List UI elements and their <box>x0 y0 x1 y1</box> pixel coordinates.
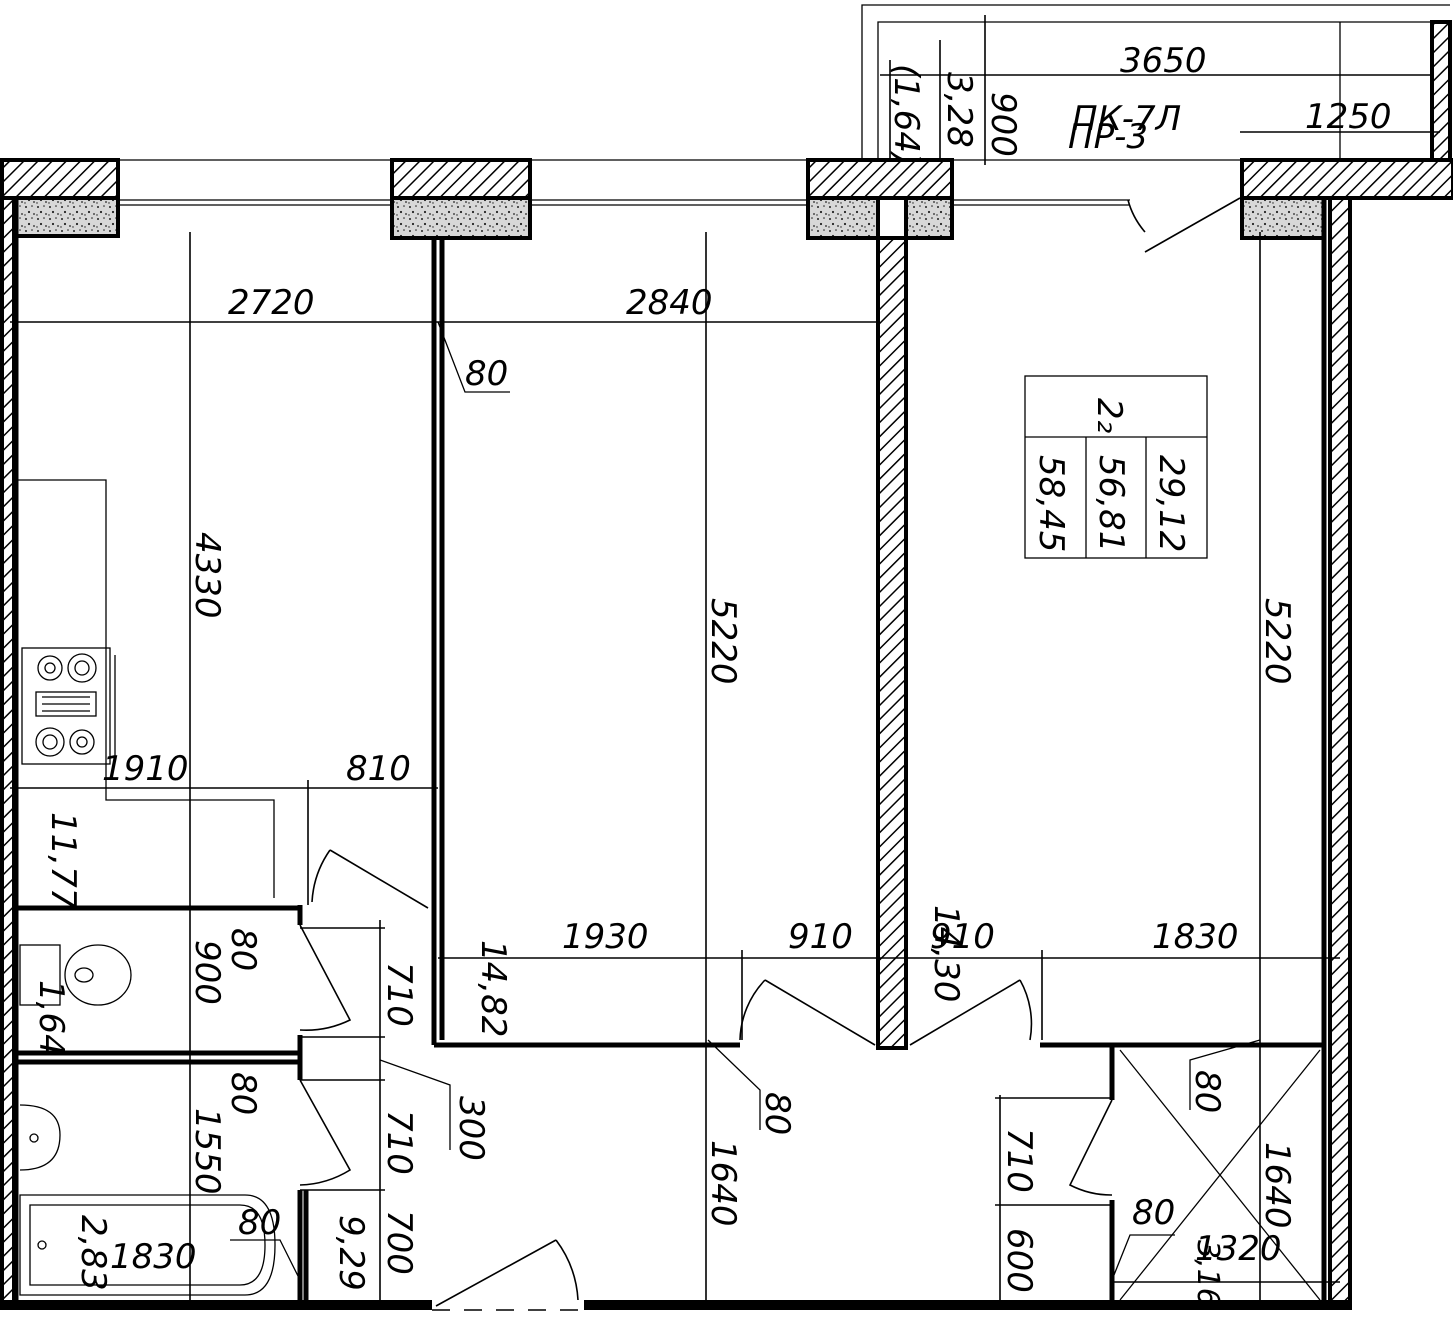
interior-walls <box>16 236 1324 1300</box>
balcony-depth: 1250 <box>1305 97 1392 137</box>
dim-kitchen-1910: 1910 <box>102 749 189 789</box>
dim-kitchen-810: 810 <box>346 749 411 789</box>
apartment-table: 2₂ 58,45 56,81 29,12 <box>1024 375 1208 559</box>
balcony-label-1: ПК-7Л <box>1072 99 1181 139</box>
dim-living-length: 5220 <box>1257 598 1297 685</box>
dim-closet-710: 710 <box>999 1128 1039 1193</box>
dimension-text-vertical: 4330 5220 5220 80 900 710 80 1550 300 71… <box>187 532 1297 1307</box>
dim-closet-80-low: 80 <box>1132 1193 1175 1233</box>
dim-wc-900: 900 <box>187 940 227 1005</box>
doors <box>299 197 1241 1307</box>
dim-bedroom-width: 2840 <box>626 283 713 323</box>
dimension-lines <box>10 232 1340 1310</box>
balcony-area-1: 3,28 <box>939 72 979 148</box>
dim-bath-700: 700 <box>379 1210 419 1275</box>
dim-bedroom-length: 5220 <box>703 598 743 685</box>
dim-wall-80: 80 <box>465 354 508 394</box>
dim-corr-910-a: 910 <box>788 917 853 957</box>
dim-kitchen-length: 4330 <box>187 532 227 619</box>
balcony-length: 3650 <box>1120 41 1207 81</box>
table-living-area: 29,12 <box>1151 455 1191 552</box>
balcony-width: 900 <box>983 92 1023 157</box>
dim-corr-1830: 1830 <box>1152 917 1239 957</box>
dim-bath-80: 80 <box>223 1072 263 1115</box>
dim-wc-710: 710 <box>379 962 419 1027</box>
dim-bath-300: 300 <box>451 1096 491 1161</box>
dim-closet-1320: 1320 <box>1195 1229 1282 1269</box>
dim-bath-80-low: 80 <box>238 1203 281 1243</box>
dimension-text-horizontal: 2720 2840 80 1910 810 1930 910 910 1830 … <box>102 283 1282 1277</box>
dim-hall-1640: 1640 <box>703 1140 743 1227</box>
dim-closet-600: 600 <box>999 1228 1039 1293</box>
dim-closet-80-top: 80 <box>1187 1070 1227 1113</box>
dim-hall-80: 80 <box>757 1092 797 1135</box>
dim-corr-1930: 1930 <box>562 917 649 957</box>
dim-corr-910-b: 910 <box>930 917 995 957</box>
area-bath: 2,83 <box>73 1215 113 1291</box>
fixtures <box>16 479 1321 1301</box>
room-areas: 11,77 14,82 14,30 1,64 2,83 9,29 <box>31 812 966 1291</box>
area-living: 14,30 <box>926 905 966 1002</box>
dim-kitchen-width: 2720 <box>228 283 315 323</box>
dim-bath-1550: 1550 <box>187 1108 227 1195</box>
dim-bath-1830: 1830 <box>110 1237 197 1277</box>
table-living-area-total: 56,81 <box>1091 455 1131 552</box>
dim-closet-1640: 1640 <box>1257 1142 1297 1229</box>
dim-closet-316: 3,16 <box>1190 1240 1225 1307</box>
table-rooms: 2₂ <box>1089 398 1129 434</box>
dim-wc-80-top: 80 <box>223 928 263 971</box>
area-hall: 9,29 <box>331 1215 371 1291</box>
balcony: 3650 1250 ПК-7Л ПР-3 900 3,28 (1,64) <box>861 4 1452 166</box>
exterior-walls <box>0 158 1453 1311</box>
balcony-area-2: (1,64) <box>886 64 926 166</box>
balcony-label-2: ПР-3 <box>1068 117 1148 157</box>
area-wc: 1,64 <box>31 980 71 1056</box>
area-bedroom: 14,82 <box>473 940 513 1037</box>
table-total-area: 58,45 <box>1031 455 1071 552</box>
dim-bath-710: 710 <box>379 1110 419 1175</box>
area-kitchen: 11,77 <box>43 812 83 910</box>
